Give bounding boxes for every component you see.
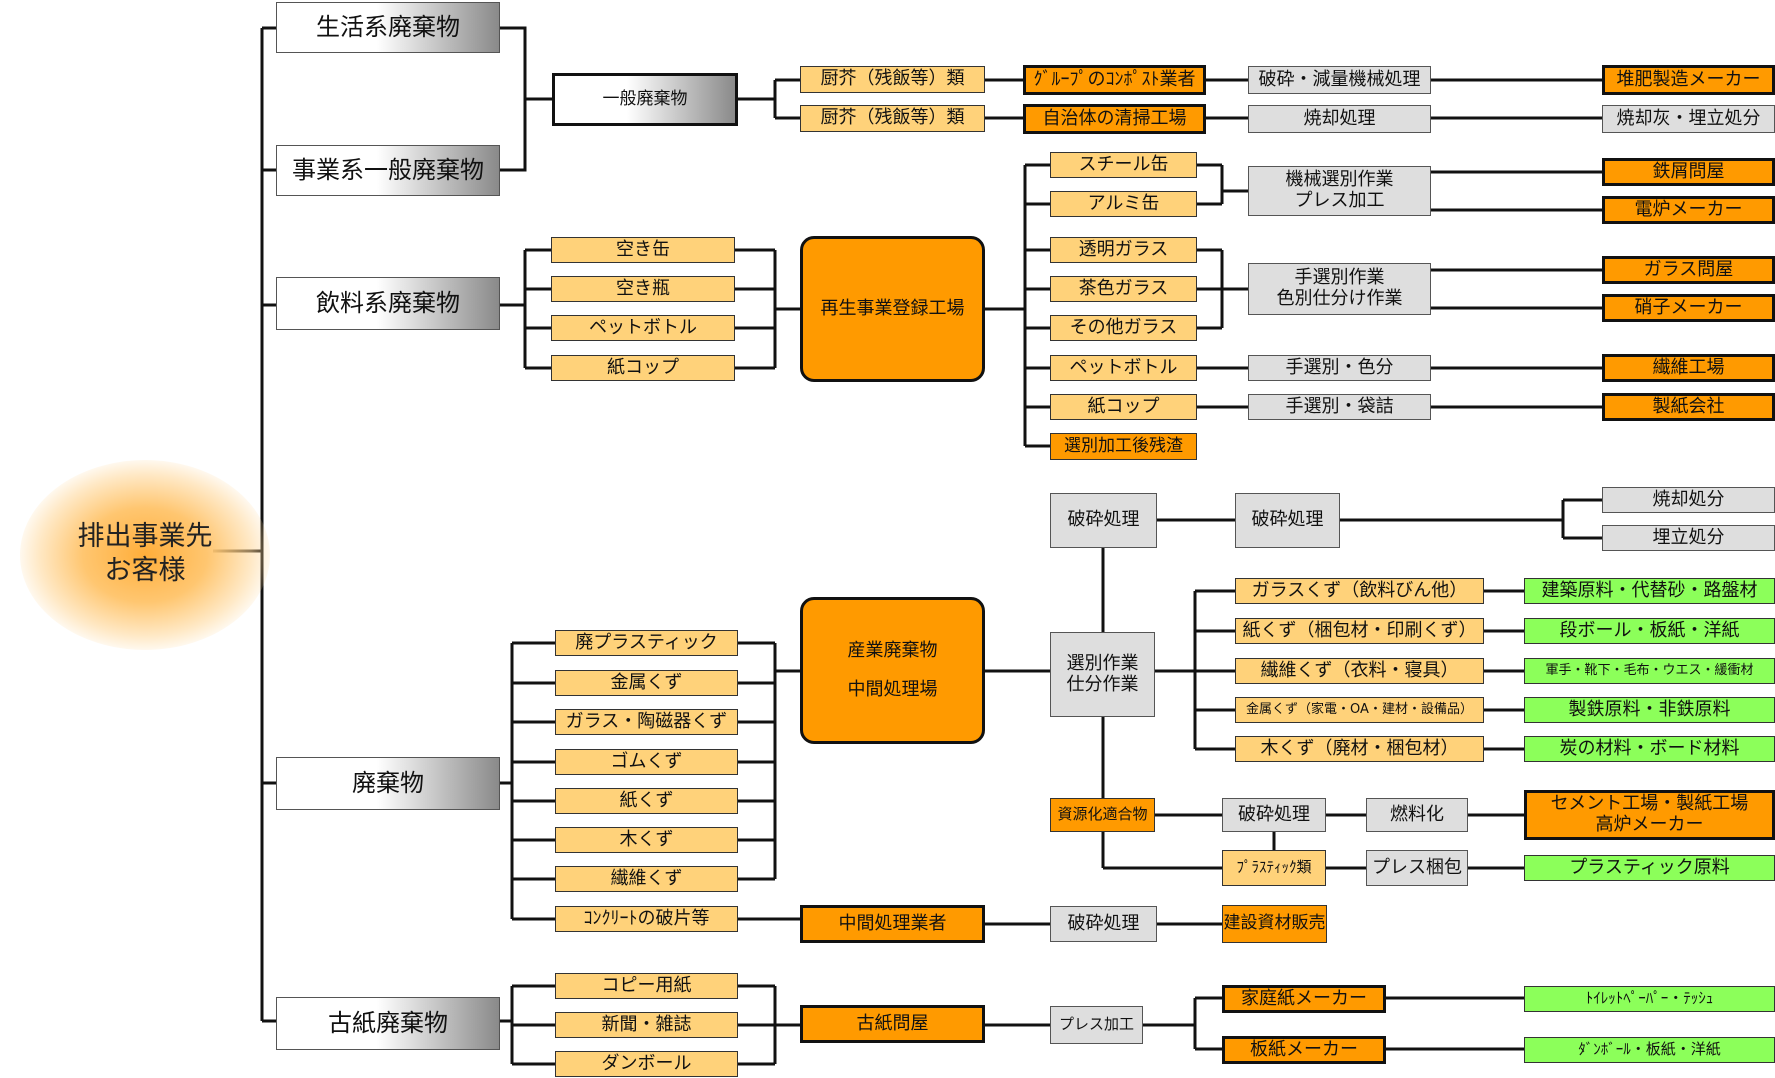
ind-press: プレス梱包 [1366,850,1468,886]
ind-sorted-1: ガラスくず（飲料びん他） [1235,578,1484,604]
source-label: 排出事業先 お客様 [55,520,235,588]
ind-hub-line-2: 中間処理場 [847,678,938,700]
ind-sorted-3: 繊維くず（衣料・寝具） [1235,658,1484,684]
bev-input-4: 紙コップ [551,355,735,381]
paper-input-3: ダンボール [555,1051,738,1077]
bev-dest-1: 鉄屑問屋 [1602,158,1775,186]
ind-fuel-dest: セメント工場・製紙工場 高炉メーカー [1524,790,1775,840]
bev-output-8: 選別加工後残渣 [1050,433,1197,460]
ind-crush-1: 破砕処理 [1050,493,1157,548]
ind-use-5: 炭の材料・ボード材料 [1524,736,1775,762]
ind-sort-line-1: 選別作業 [1066,652,1139,674]
category-jigyou: 事業系一般廃棄物 [276,145,500,196]
bev-dest-3: ガラス問屋 [1602,256,1775,284]
source-line-2: お客様 [104,555,186,586]
bev-output-7: 紙コップ [1050,394,1197,420]
ind-input-4: ゴムくず [555,749,738,775]
category-inryou: 飲料系廃棄物 [276,277,500,330]
ind-mid-handler: 中間処理業者 [800,905,985,943]
ind-crush-3: 破砕処理 [1222,798,1326,832]
paper-input-1: コピー用紙 [555,973,738,999]
ind-sorted-5: 木くず（廃材・梱包材） [1235,736,1484,762]
bev-input-1: 空き缶 [551,237,735,263]
bev-hub: 再生事業登録工場 [800,236,985,382]
ind-input-8: ｺﾝｸﾘｰﾄの破片等 [555,906,738,932]
bev-dest-4: 硝子メーカー [1602,294,1775,322]
ippan-process-1: 破砕・減量機械処理 [1248,66,1431,94]
ind-final-2: 埋立処分 [1602,525,1775,551]
bev-dest-2: 電炉メーカー [1602,196,1775,224]
bev-process-glass-line-2: 色別仕分け作業 [1276,288,1403,309]
ind-sorted-2: 紙くず（梱包材・印刷くず） [1235,618,1484,644]
ind-resource: 資源化適合物 [1050,798,1155,832]
ippan-dest-2: 焼却灰・埋立処分 [1602,105,1775,133]
ind-fuel-dest-line-1: セメント工場・製紙工場 [1550,793,1749,815]
ind-fuel: 燃料化 [1366,798,1468,832]
paper-hub: 古紙問屋 [800,1005,985,1043]
paper-product-1: ﾄｲﾚｯﾄﾍﾟｰﾊﾟｰ・ﾃｯｼｭ [1524,986,1775,1012]
bev-input-2: 空き瓶 [551,276,735,302]
ind-use-1: 建築原料・代替砂・路盤材 [1524,578,1775,604]
bev-process-cup: 手選別・袋詰 [1248,394,1431,420]
bev-input-3: ペットボトル [551,315,735,341]
ippan-handler-2: 自治体の清掃工場 [1023,104,1206,134]
ind-sort: 選別作業 仕分作業 [1050,632,1155,717]
ind-materials-sale: 建設資材販売 [1222,905,1327,943]
ind-plastics: ﾌﾟﾗｽﾃｨｯｸ類 [1222,850,1326,886]
ind-plastic-raw: プラスティック原料 [1524,855,1775,881]
paper-maker-1: 家庭紙メーカー [1222,985,1386,1013]
ippan-label: 一般廃棄物 [552,73,738,126]
ind-crush-2: 破砕処理 [1235,493,1340,548]
ind-fuel-dest-line-2: 高炉メーカー [1595,814,1704,835]
category-seikatsu: 生活系廃棄物 [276,2,500,53]
bev-process-glass: 手選別作業 色別仕分け作業 [1248,263,1431,315]
ippan-handler-1: ｸﾞﾙｰﾌﾟのｺﾝﾎﾟｽﾄ業者 [1023,65,1206,95]
ind-hub: 産業廃棄物 中間処理場 [800,597,985,744]
ippan-item-2: 厨芥（残飯等）類 [800,105,985,132]
ind-crush-4: 破砕処理 [1050,906,1157,942]
bev-output-1: スチール缶 [1050,152,1197,178]
paper-product-2: ﾀﾞﾝﾎﾞｰﾙ・板紙・洋紙 [1524,1037,1775,1063]
ippan-item-1: 厨芥（残飯等）類 [800,66,985,93]
ind-input-1: 廃プラスティック [555,630,738,656]
bev-dest-6: 製紙会社 [1602,393,1775,421]
paper-maker-2: 板紙メーカー [1222,1036,1386,1064]
ind-hub-line-1: 産業廃棄物 [847,639,938,661]
category-koshi: 古紙廃棄物 [276,997,500,1050]
bev-process-pet: 手選別・色分 [1248,355,1431,381]
ind-use-2: 段ボール・板紙・洋紙 [1524,618,1775,644]
ippan-dest-1: 堆肥製造メーカー [1602,65,1775,95]
ind-use-3: 軍手・靴下・毛布・ウエス・緩衝材 [1524,658,1775,684]
ippan-process-2: 焼却処理 [1248,105,1431,133]
ind-use-4: 製鉄原料・非鉄原料 [1524,697,1775,723]
bev-process-glass-line-1: 手選別作業 [1294,267,1385,289]
bev-output-2: アルミ缶 [1050,191,1197,217]
category-haikibutsu: 廃棄物 [276,757,500,810]
paper-input-2: 新聞・雑誌 [555,1012,738,1038]
ind-final-1: 焼却処分 [1602,487,1775,513]
ind-sort-line-2: 仕分作業 [1066,673,1139,695]
ind-input-6: 木くず [555,827,738,853]
bev-output-3: 透明ガラス [1050,237,1197,263]
bev-dest-5: 繊維工場 [1602,354,1775,382]
bev-output-5: その他ガラス [1050,315,1197,341]
ind-input-7: 繊維くず [555,866,738,892]
ind-sorted-4: 金属くず（家電・OA・建材・設備品） [1235,697,1484,723]
ind-input-3: ガラス・陶磁器くず [555,709,738,735]
ind-input-5: 紙くず [555,788,738,814]
bev-process-metal-line-2: プレス加工 [1294,190,1385,211]
paper-press: プレス加工 [1050,1006,1143,1044]
bev-output-6: ペットボトル [1050,355,1197,381]
bev-output-4: 茶色ガラス [1050,276,1197,302]
bev-process-metal-line-1: 機械選別作業 [1285,169,1394,191]
source-line-1: 排出事業先 [77,521,213,552]
source-glow [20,460,270,650]
ind-input-2: 金属くず [555,670,738,696]
bev-process-metal: 機械選別作業 プレス加工 [1248,166,1431,216]
